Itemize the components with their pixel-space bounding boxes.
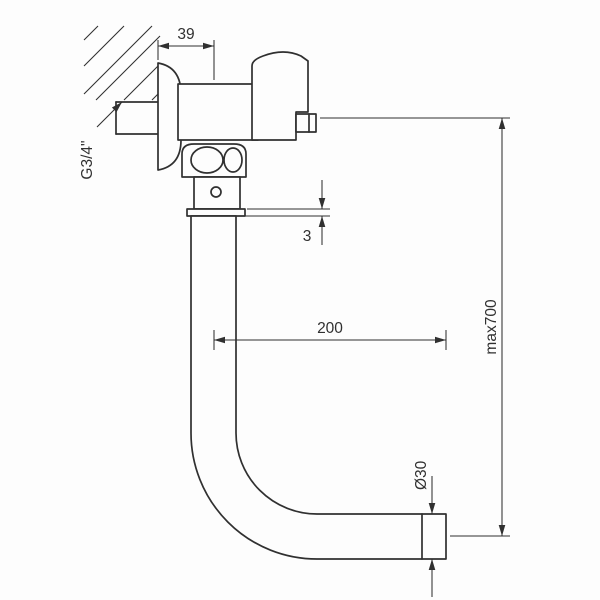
dimension-thread: G3/4" <box>79 101 123 180</box>
wall-hatching <box>83 25 161 101</box>
flush-actuator <box>251 51 317 141</box>
thread-size-label: G3/4" <box>79 140 96 179</box>
actuator-cap <box>295 113 317 133</box>
adapter-body <box>193 176 241 210</box>
dimension-3: 3 <box>239 180 330 245</box>
union-nut <box>181 143 247 178</box>
dimension-39: 39 <box>157 26 215 80</box>
valve-body <box>177 83 259 141</box>
adapter-screw <box>210 186 222 198</box>
actuator-housing <box>251 51 309 141</box>
nut-facet-small <box>223 147 243 173</box>
dim-200-label: 200 <box>317 320 343 337</box>
pipe-outline <box>190 215 447 560</box>
flush-pipe <box>190 215 447 560</box>
outlet-diameter-label: Ø30 <box>413 460 430 490</box>
dim-39-label: 39 <box>177 26 194 43</box>
dim-3-label: 3 <box>303 228 312 245</box>
dimension-diameter-30: Ø30 <box>413 460 436 597</box>
mounting-plate <box>186 208 246 217</box>
nut-facet-large <box>190 146 224 174</box>
dim-max700-label: max700 <box>483 299 500 355</box>
dimension-max700: max700 <box>320 117 510 537</box>
inlet-pipe-stub <box>115 101 161 135</box>
dimension-200: 200 <box>213 320 447 350</box>
pipe-adapter <box>186 176 246 217</box>
nut-outline <box>181 143 247 178</box>
